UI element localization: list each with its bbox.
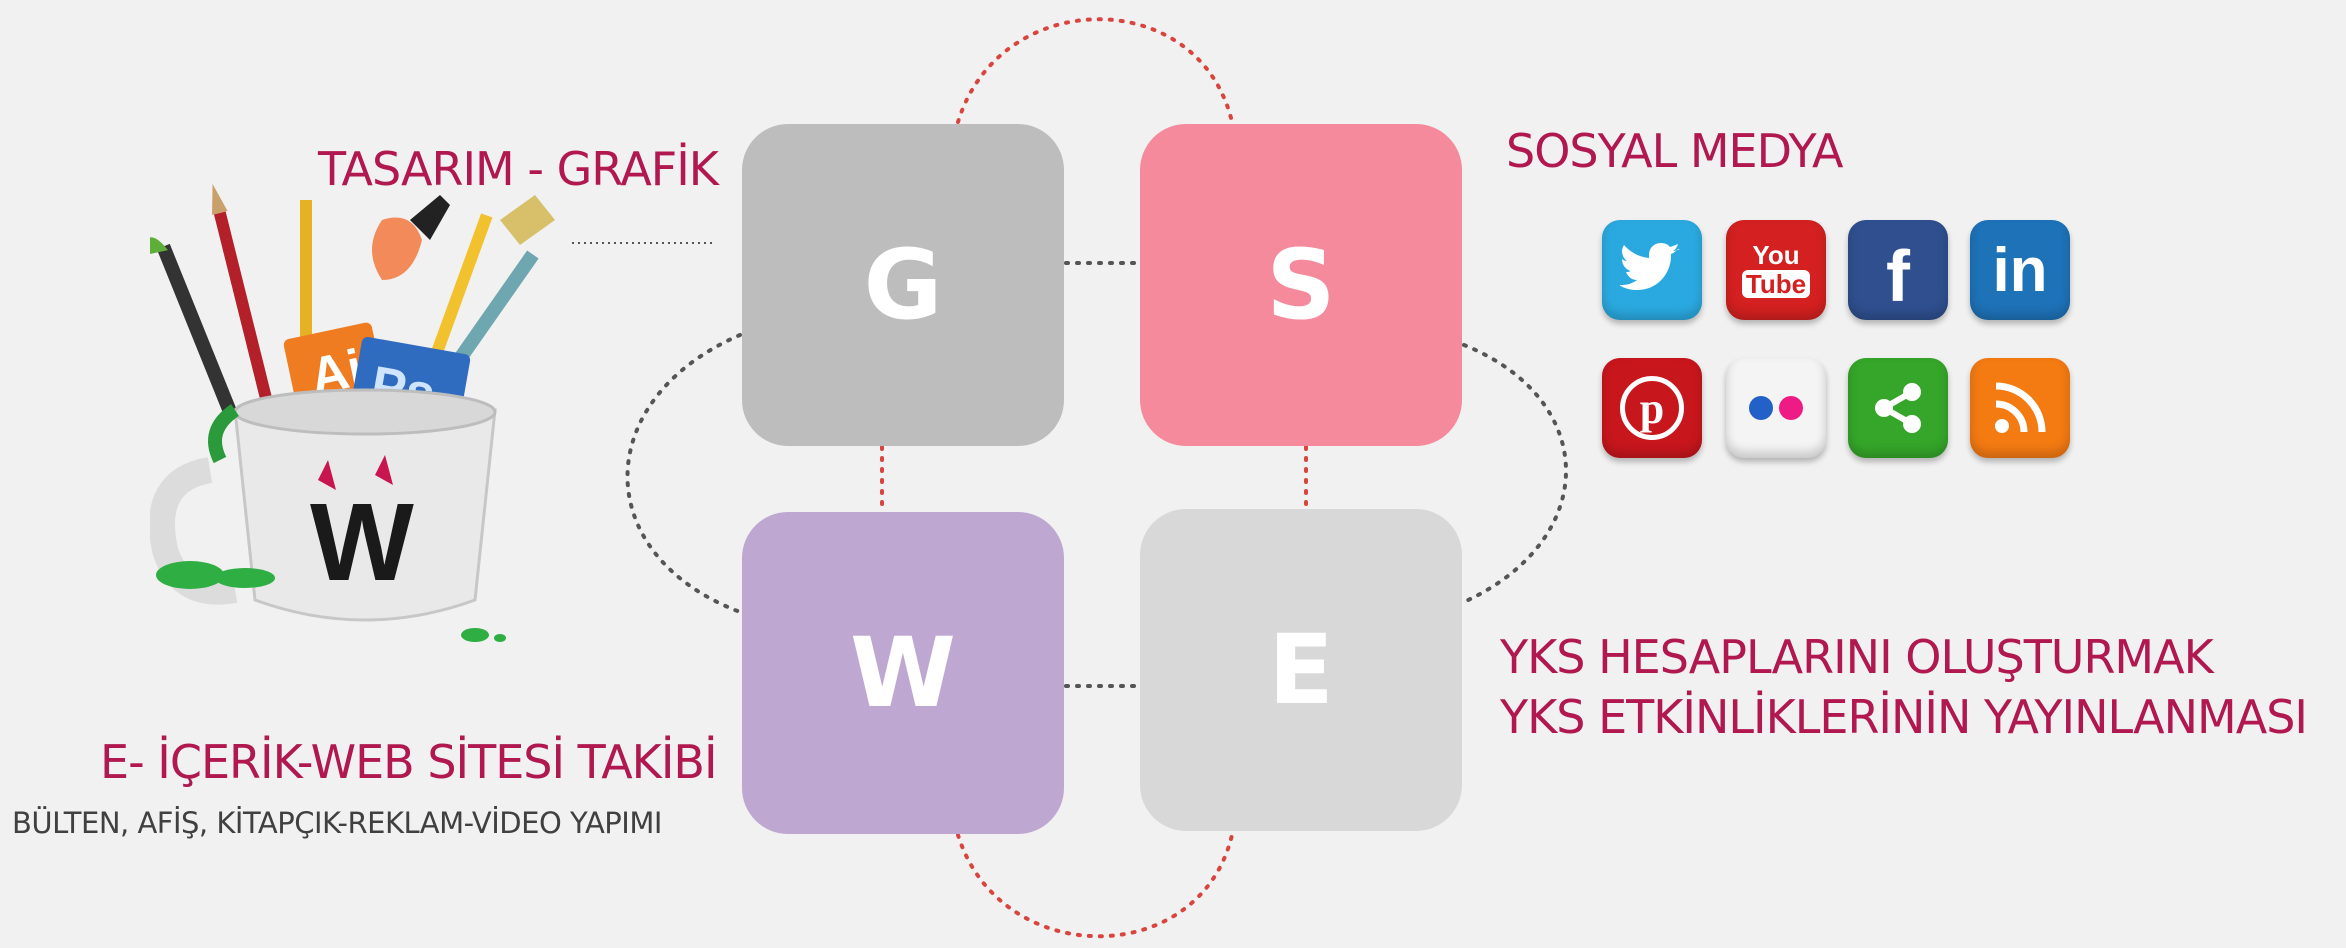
pinterest-glyph: p xyxy=(1620,376,1684,440)
facebook-icon[interactable]: f xyxy=(1848,220,1948,320)
connector-left-arc xyxy=(625,333,742,614)
facebook-glyph: f xyxy=(1886,237,1910,317)
connector-right-arc xyxy=(1462,343,1568,604)
flickr-pink-dot xyxy=(1779,396,1803,420)
linkedin-glyph: in xyxy=(1992,235,2048,305)
tile-e-letter: E xyxy=(1268,614,1334,726)
mug-body: W xyxy=(149,388,506,642)
share-glyph xyxy=(1875,383,1921,433)
design-mug-illustration: Ai Ps W xyxy=(138,180,600,660)
youtube-you: You xyxy=(1752,240,1800,270)
tile-w-letter: W xyxy=(850,617,956,729)
rss-glyph xyxy=(1995,382,2046,433)
design-label: TASARIM - GRAFİK xyxy=(318,142,719,196)
linkedin-icon[interactable]: in xyxy=(1970,220,2070,320)
connector-top-arc xyxy=(956,17,1234,124)
share-icon[interactable] xyxy=(1848,358,1948,458)
youtube-glyph: You Tube xyxy=(1741,240,1811,298)
youtube-tube: Tube xyxy=(1741,270,1811,298)
rss-icon[interactable] xyxy=(1970,358,2070,458)
tile-s-letter: S xyxy=(1266,229,1336,341)
yks-line-2: YKS ETKİNLİKLERİNİN YAYINLANMASI xyxy=(1500,690,2308,744)
tile-g-letter: G xyxy=(863,229,943,341)
connector-bottom-arc xyxy=(956,833,1234,939)
yks-line-1: YKS HESAPLARINI OLUŞTURMAK xyxy=(1500,630,2214,684)
tile-e: E xyxy=(1140,509,1462,831)
twitter-icon[interactable] xyxy=(1602,220,1702,320)
flickr-blue-dot xyxy=(1749,396,1773,420)
twitter-bird-glyph xyxy=(1620,243,1680,290)
tile-s: S xyxy=(1140,124,1462,446)
tile-w: W xyxy=(742,512,1064,834)
mug-art: Ai Ps W xyxy=(138,183,555,642)
tile-g: G xyxy=(742,124,1064,446)
flickr-icon[interactable] xyxy=(1726,358,1826,458)
content-subtitle: BÜLTEN, AFİŞ, KİTAPÇIK-REKLAM-VİDEO YAPI… xyxy=(12,806,662,840)
pinterest-letter: p xyxy=(1639,383,1665,433)
content-title: E- İÇERİK-WEB SİTESİ TAKİBİ xyxy=(100,735,718,789)
pinterest-icon[interactable]: p xyxy=(1602,358,1702,458)
youtube-icon[interactable]: You Tube xyxy=(1726,220,1826,320)
mug-logo-text: W xyxy=(310,481,414,604)
social-label: SOSYAL MEDYA xyxy=(1506,124,1844,178)
